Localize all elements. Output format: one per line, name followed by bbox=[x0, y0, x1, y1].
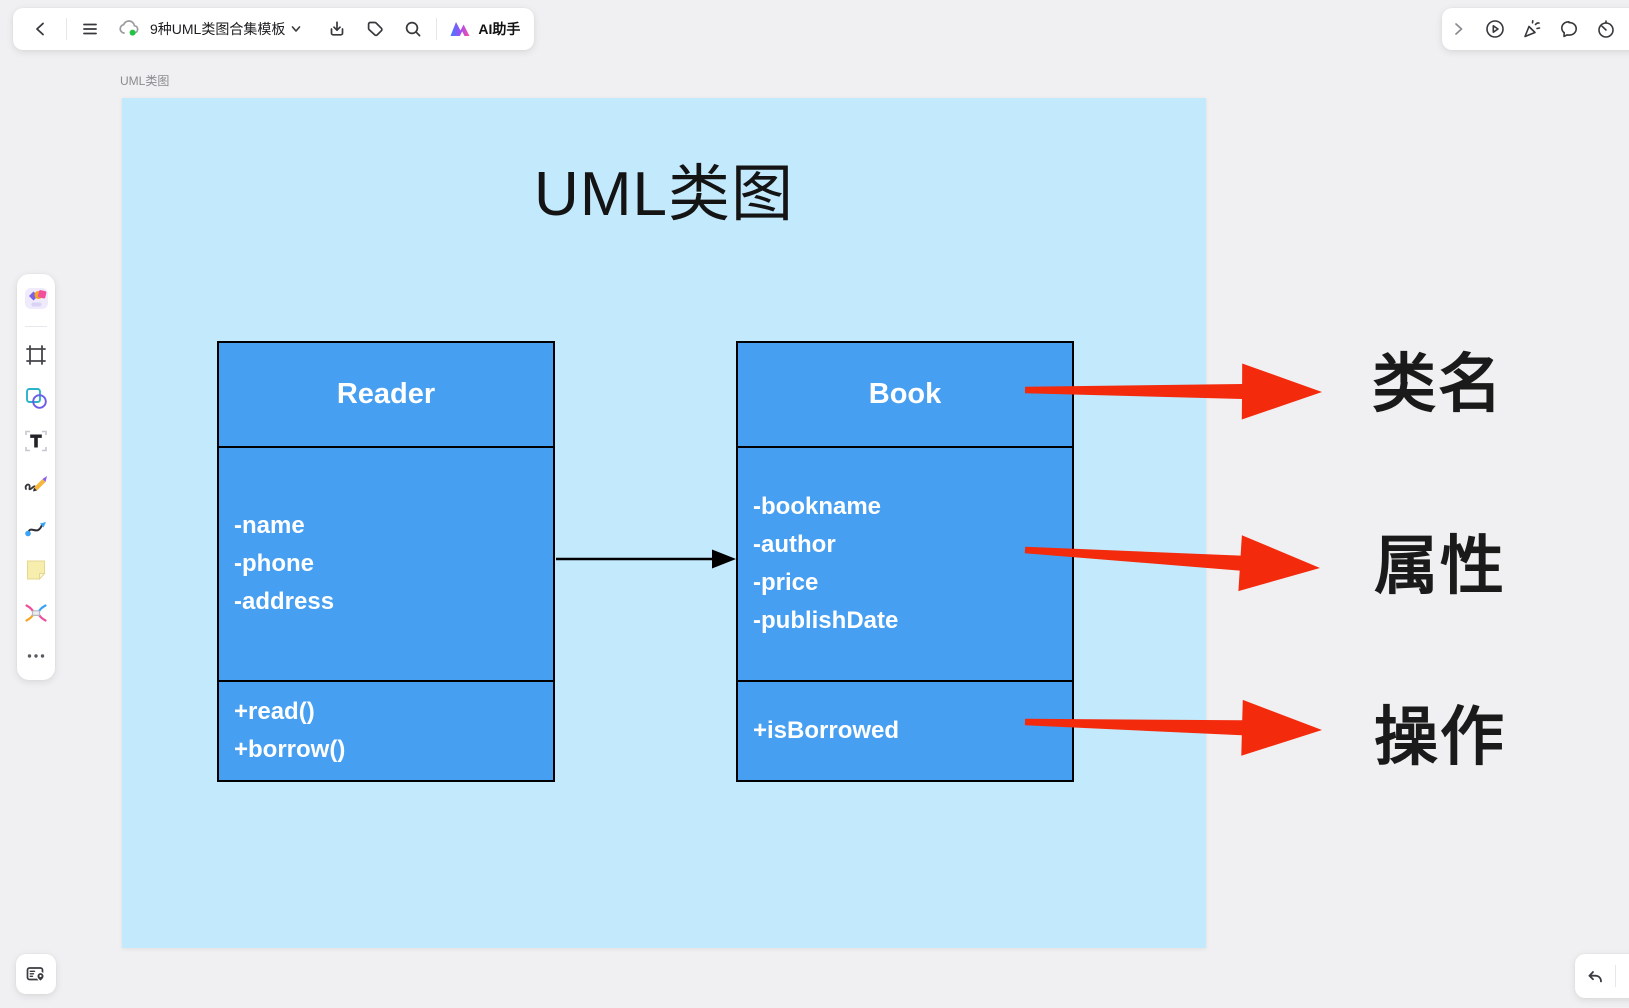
tool-sidebar bbox=[17, 274, 55, 680]
class-attributes: -name-phone-address bbox=[219, 446, 553, 680]
comment-icon[interactable] bbox=[1557, 17, 1581, 41]
undo-button[interactable] bbox=[1583, 964, 1607, 988]
shapes-icon[interactable] bbox=[21, 383, 51, 413]
main-menu-button[interactable] bbox=[78, 17, 102, 41]
class-operations: +isBorrowed bbox=[738, 680, 1072, 780]
document-title[interactable]: 9种UML类图合集模板 bbox=[150, 21, 286, 37]
sticky-note-icon[interactable] bbox=[21, 555, 51, 585]
tag-icon[interactable] bbox=[363, 17, 387, 41]
toolbar-divider bbox=[436, 18, 438, 40]
frames-map-icon bbox=[26, 967, 45, 983]
sidebar-divider bbox=[25, 326, 47, 327]
chevron-down-icon[interactable] bbox=[287, 17, 305, 41]
top-right-toolbar bbox=[1442, 8, 1629, 50]
class-name: Book bbox=[868, 378, 942, 410]
text-icon[interactable] bbox=[21, 426, 51, 456]
templates-icon[interactable] bbox=[21, 283, 51, 313]
more-icon[interactable] bbox=[21, 641, 51, 671]
chevron-right-icon[interactable] bbox=[1446, 17, 1470, 41]
canvas-frame[interactable]: UML类图 Reader -name-phone-address +read()… bbox=[122, 98, 1206, 948]
frame-title-label[interactable]: UML类图 bbox=[120, 74, 170, 88]
annotation-operations[interactable]: 操作 bbox=[1374, 702, 1506, 773]
annotation-class-name[interactable]: 类名 bbox=[1372, 349, 1504, 420]
ai-assistant-logo bbox=[448, 17, 472, 41]
connector-icon[interactable] bbox=[21, 512, 51, 542]
play-circle-icon[interactable] bbox=[1483, 17, 1507, 41]
toolbar-divider bbox=[1615, 965, 1616, 987]
undo-redo-bar bbox=[1575, 954, 1629, 998]
uml-class-book[interactable]: Book -bookname-author-price-publishDate … bbox=[736, 341, 1074, 782]
search-icon[interactable] bbox=[401, 17, 425, 41]
toolbar-divider bbox=[66, 18, 67, 40]
download-icon[interactable] bbox=[325, 17, 349, 41]
mindmap-icon[interactable] bbox=[21, 598, 51, 628]
ai-assistant-button[interactable]: AI助手 bbox=[478, 21, 521, 37]
celebrate-icon[interactable] bbox=[1520, 17, 1544, 41]
class-attributes: -bookname-author-price-publishDate bbox=[738, 446, 1072, 680]
frames-map-button[interactable] bbox=[16, 954, 56, 994]
top-left-toolbar: 9种UML类图合集模板 AI助手 bbox=[13, 8, 535, 50]
diagram-title[interactable]: UML类图 bbox=[534, 160, 794, 229]
uml-class-reader[interactable]: Reader -name-phone-address +read()+borro… bbox=[217, 341, 555, 782]
pen-icon[interactable] bbox=[21, 469, 51, 499]
class-name: Reader bbox=[336, 378, 436, 410]
class-operations: +read()+borrow() bbox=[219, 680, 553, 780]
cloud-synced-icon bbox=[117, 17, 141, 41]
back-button[interactable] bbox=[29, 17, 53, 41]
timer-icon[interactable] bbox=[1594, 17, 1618, 41]
frame-icon[interactable] bbox=[21, 340, 51, 370]
annotation-attributes[interactable]: 属性 bbox=[1374, 531, 1506, 602]
